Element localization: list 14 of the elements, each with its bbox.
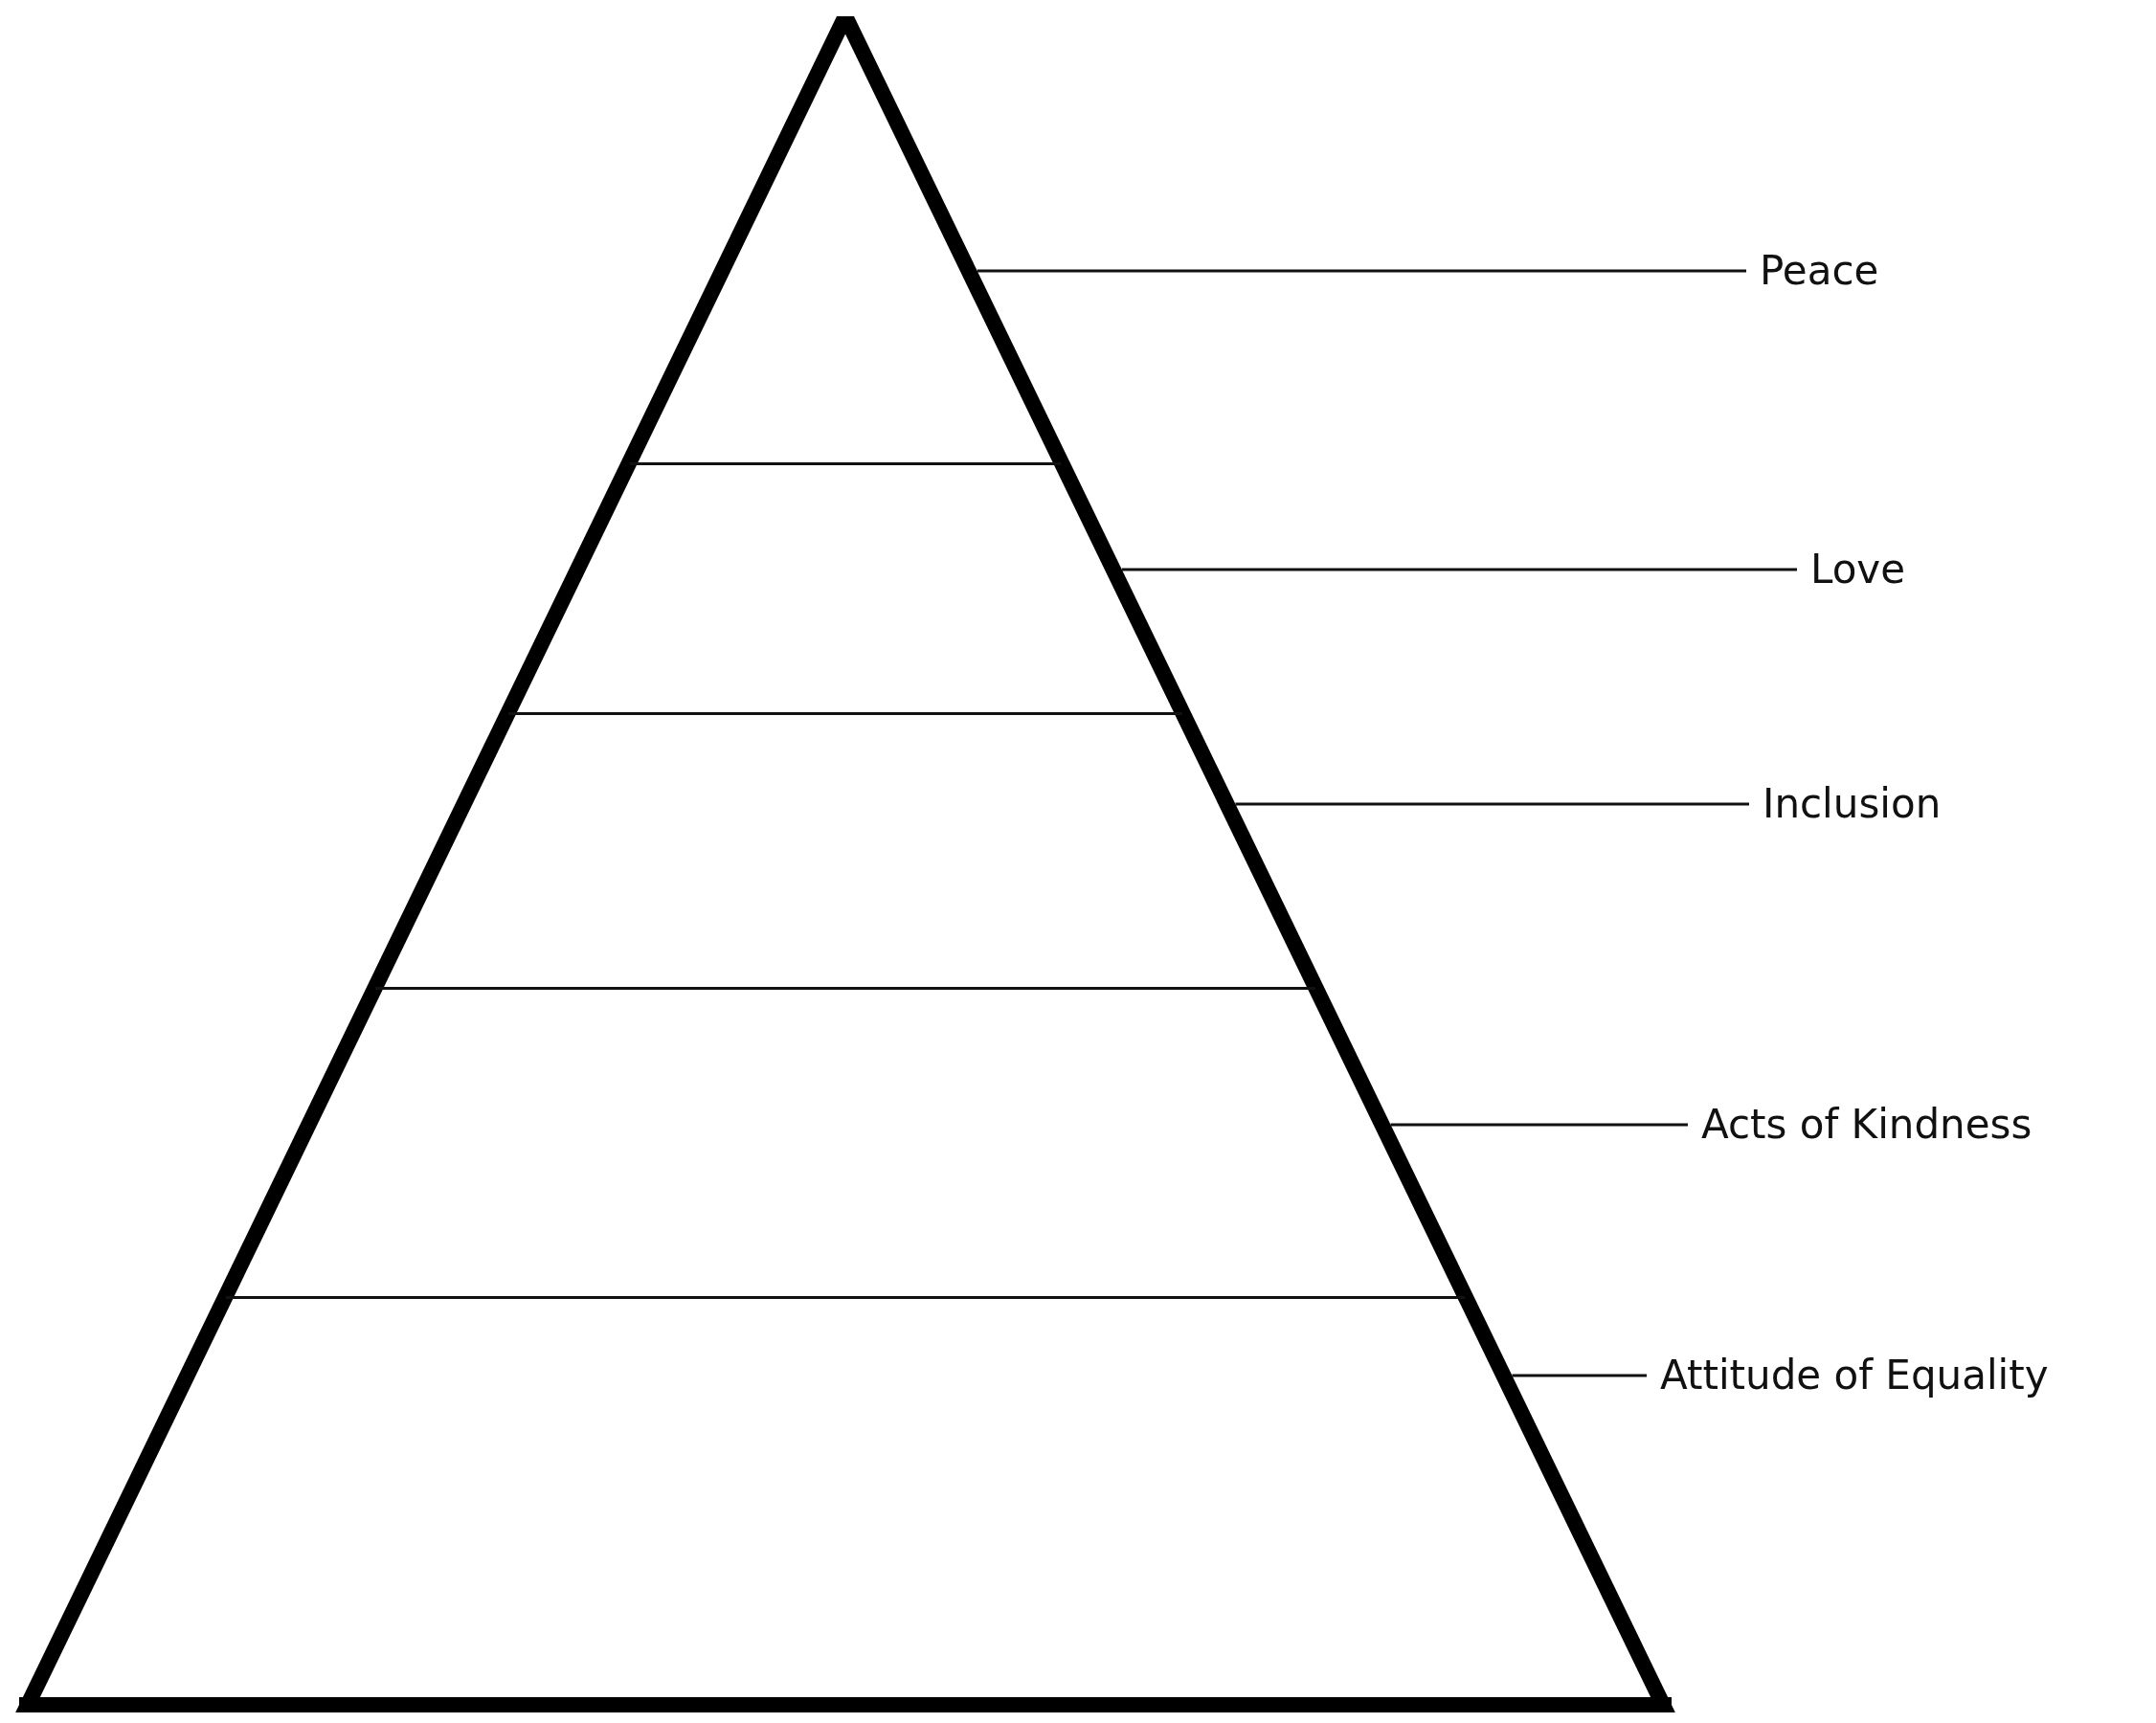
tier-label: Attitude of Equality [1647, 1351, 2049, 1400]
leader-line [1235, 802, 1749, 806]
pyramid-tier [500, 462, 1191, 712]
leader-line [1390, 1123, 1688, 1127]
leader-line [977, 269, 1746, 273]
pyramid-tier [216, 987, 1474, 1296]
tier-label: Love [1797, 545, 1906, 594]
pyramid-tier [620, 16, 1070, 462]
tier-label: Peace [1746, 246, 1879, 296]
leader-line [1121, 568, 1797, 571]
leader-line [1512, 1374, 1647, 1377]
pyramid-tier [367, 712, 1324, 987]
tier-label: Inclusion [1749, 779, 1942, 829]
tier-label: Acts of Kindness [1688, 1100, 2032, 1150]
